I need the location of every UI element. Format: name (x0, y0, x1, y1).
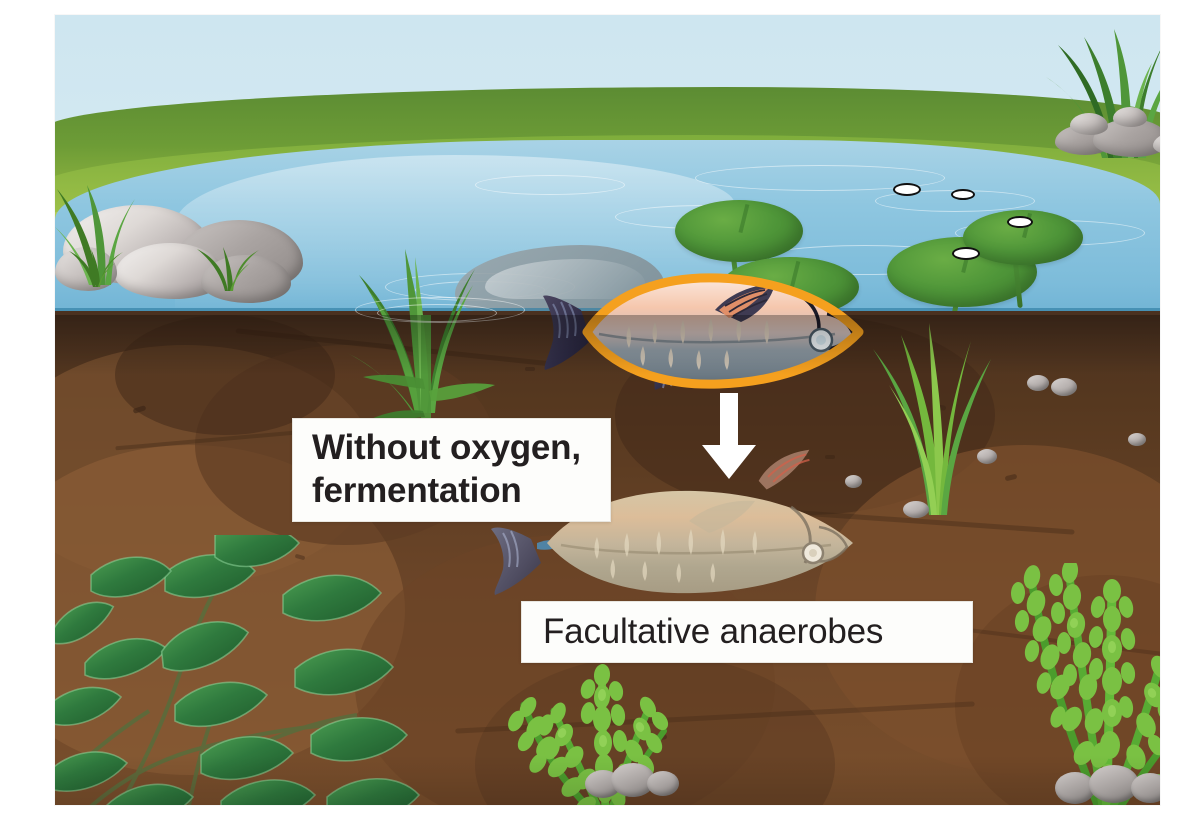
water-ripple (695, 165, 945, 191)
plant-base-pebble (647, 771, 679, 796)
fish-fin-debris (752, 447, 820, 493)
bank-rock (1113, 107, 1147, 127)
soil-tone (115, 315, 335, 435)
sediment-pebble (845, 475, 862, 488)
bank-rock (201, 255, 291, 303)
bubble-icon (1007, 216, 1033, 228)
grass-blades-icon (55, 175, 145, 290)
plant-base-pebble (1055, 772, 1095, 804)
aquatic-bush-plant (502, 645, 707, 805)
sediment-pebble (1051, 378, 1077, 396)
plant-base-pebble (1089, 765, 1139, 803)
sediment-pebble (1027, 375, 1049, 391)
emergent-broadleaf-submerged (345, 315, 535, 445)
label-anaerobes-text: Facultative anaerobes (543, 611, 884, 651)
grass-tuft-icon (195, 245, 261, 296)
fish-in-sediment[interactable] (487, 485, 877, 595)
label-fermentation-text: Without oxygen, fermentation (312, 428, 581, 510)
sediment-bottom-shadow (55, 755, 1160, 805)
label-without-oxygen-fermentation: Without oxygen, fermentation (292, 418, 611, 522)
soil-speck (825, 455, 835, 459)
bank-rock (1070, 113, 1108, 135)
grass-tuft-icon (67, 247, 125, 292)
bubble-icon (951, 189, 975, 200)
pond-cross-section-illustration: Without oxygen, fermentation Facultative… (55, 15, 1160, 805)
underwater-reed-plant (867, 315, 997, 515)
fish-in-water[interactable] (543, 270, 873, 390)
sediment-top-shadow (55, 315, 1160, 375)
vine-leaf-plant (55, 524, 425, 805)
down-arrow-icon (700, 393, 758, 481)
label-facultative-anaerobes: Facultative anaerobes (521, 601, 973, 663)
water-ripple (475, 175, 625, 195)
soil-speck (525, 367, 535, 371)
bank-rock (1153, 133, 1160, 155)
sediment-pebble (1128, 433, 1146, 446)
sediment-pebble (903, 501, 929, 518)
bubble-icon (952, 247, 980, 260)
sediment-pebble (977, 449, 997, 464)
water-ripple (377, 304, 497, 322)
lily-pad (675, 200, 803, 331)
plant-base-pebble (1131, 773, 1160, 803)
water-ripple (355, 297, 525, 323)
bubble-icon (893, 183, 921, 196)
